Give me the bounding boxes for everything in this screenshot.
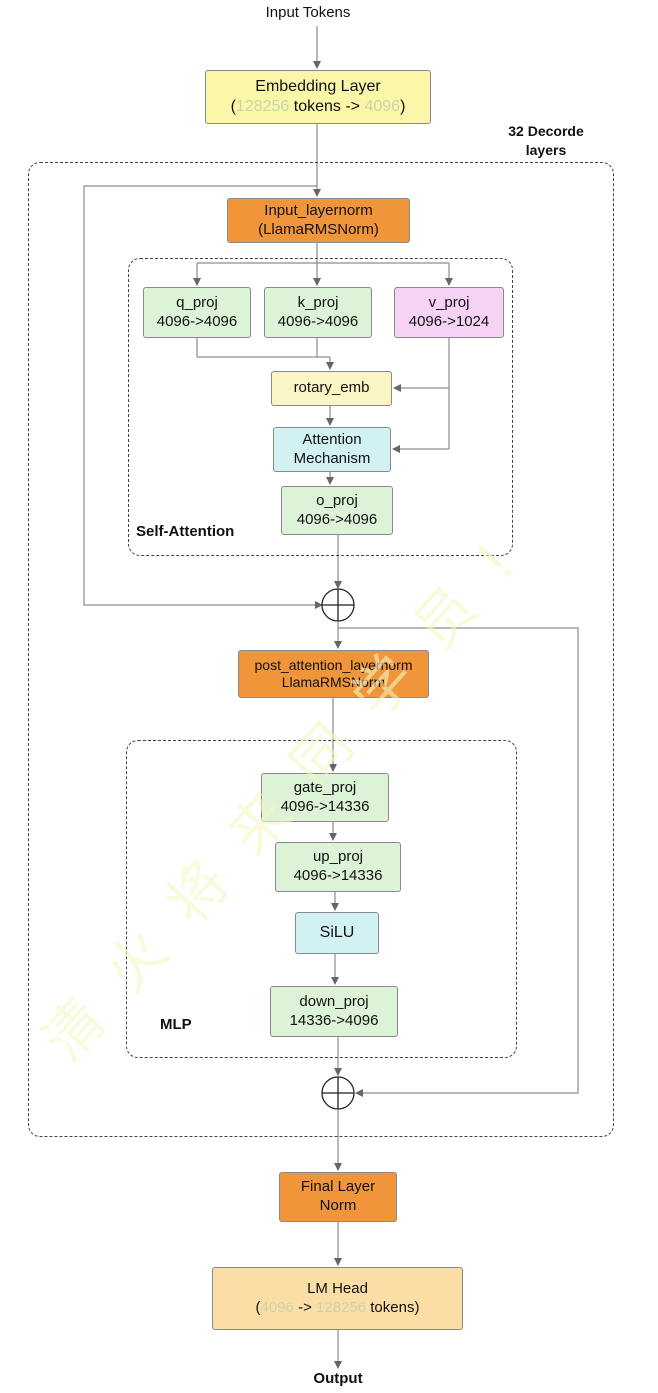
lm-head-mid: -> [298, 1298, 312, 1316]
self-attention-group [128, 258, 513, 556]
embedding-dim: 4096 [364, 98, 401, 115]
v-proj-line1: v_proj [428, 293, 470, 311]
q-proj-box: q_proj 4096->4096 [143, 287, 251, 338]
input-layernorm-line2: (LlamaRMSNorm) [258, 220, 379, 238]
decoder-layers-label-line2: layers [525, 141, 567, 158]
lm-head-vocab: 128256 [316, 1298, 367, 1316]
output-label: Output [313, 1370, 363, 1387]
self-attention-label: Self-Attention [136, 523, 235, 540]
embedding-layer-box: Embedding Layer (128256 tokens -> 4096) [205, 70, 431, 124]
attention-line1: Attention [302, 430, 362, 448]
q-proj-line1: q_proj [176, 293, 218, 311]
up-proj-line2: 4096->14336 [293, 867, 383, 884]
o-proj-line1: o_proj [316, 491, 358, 509]
o-proj-box: o_proj 4096->4096 [281, 486, 393, 535]
lm-head-box: LM Head (4096 -> 128256 tokens) [212, 1267, 463, 1330]
k-proj-box: k_proj 4096->4096 [264, 287, 372, 338]
post-attention-layernorm-box: post_attention_layernorm LlamaRMSNorm [238, 650, 429, 698]
k-proj-line1: k_proj [297, 293, 339, 311]
final-layer-norm-box: Final Layer Norm [279, 1172, 397, 1222]
embedding-vocab: 128256 [235, 98, 290, 115]
mlp-label: MLP [160, 1016, 192, 1033]
rotary-emb-box: rotary_emb [271, 371, 392, 406]
v-proj-box: v_proj 4096->1024 [394, 287, 504, 338]
gate-proj-line2: 4096->14336 [280, 797, 370, 815]
lm-head-close: tokens) [370, 1298, 420, 1316]
embedding-title: Embedding Layer [255, 78, 381, 95]
embedding-open: ( [230, 98, 236, 115]
q-proj-line2: 4096->4096 [156, 312, 238, 330]
o-proj-line2: 4096->4096 [296, 510, 378, 528]
up-proj-line1: up_proj [312, 848, 364, 866]
gate-proj-box: gate_proj 4096->14336 [261, 773, 389, 822]
gate-proj-line1: gate_proj [293, 778, 357, 796]
decoder-layers-label-line1: 32 Decorde [508, 123, 584, 139]
mlp-group [126, 740, 517, 1058]
lm-head-dim: 4096 [260, 1298, 294, 1316]
lm-head-open: ( [255, 1298, 261, 1316]
decoder-layers-group [28, 162, 614, 1137]
lm-head-title: LM Head [307, 1279, 368, 1297]
silu-box: SiLU [295, 912, 379, 954]
v-proj-line2: 4096->1024 [408, 312, 490, 330]
attention-line2: Mechanism [293, 449, 371, 467]
post-attention-layernorm-line2: LlamaRMSNorm [281, 674, 386, 690]
post-attention-layernorm-line1: post_attention_layernorm [254, 656, 413, 673]
up-proj-box: up_proj 4096->14336 [275, 842, 401, 892]
input-tokens-label: Input Tokens [265, 4, 351, 21]
final-norm-line1: Final Layer [300, 1178, 376, 1196]
attention-mechanism-box: Attention Mechanism [273, 427, 391, 472]
input-layernorm-box: Input_layernorm (LlamaRMSNorm) [227, 198, 410, 243]
lm-head-detail: (4096 -> 128256 tokens) [256, 1299, 420, 1318]
embedding-detail: (128256 tokens -> 4096) [231, 97, 406, 117]
down-proj-line2: 14336->4096 [289, 1011, 379, 1029]
residual-add-2 [321, 1076, 355, 1110]
embedding-close: ) [400, 98, 406, 115]
final-norm-line2: Norm [319, 1197, 357, 1214]
down-proj-box: down_proj 14336->4096 [270, 986, 398, 1037]
residual-add-1 [321, 588, 355, 622]
decoder-layers-label: 32 Decorde layers [486, 122, 606, 160]
down-proj-line1: down_proj [299, 992, 369, 1010]
input-layernorm-line1: Input_layernorm [264, 201, 373, 219]
k-proj-line2: 4096->4096 [277, 312, 359, 330]
embedding-mid: tokens -> [293, 98, 361, 115]
